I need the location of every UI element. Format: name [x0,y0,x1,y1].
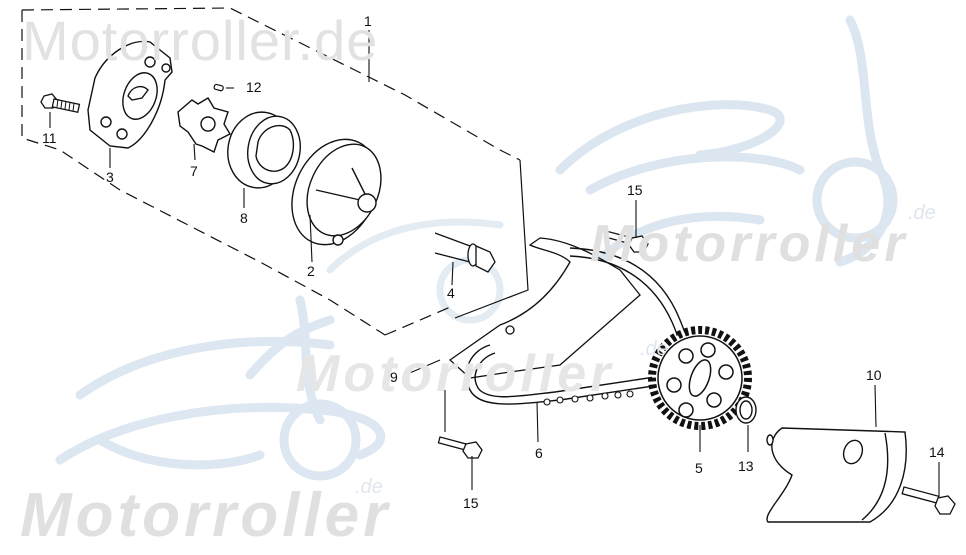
circlip-13 [735,396,757,424]
outer-rotor-8 [227,111,301,189]
scooter-watermark-left [55,295,386,481]
callout-12: 12 [246,79,262,95]
bolt-11 [40,93,81,114]
strainer-4 [434,232,496,273]
chain-guide-plate-9 [448,237,641,379]
callout-2: 2 [307,263,315,279]
bolt-14 [901,486,956,515]
callout-11: 11 [42,130,57,146]
pump-body-2 [291,138,382,246]
callout-7: 7 [190,163,198,179]
callout-15-upper: 15 [627,182,643,198]
bolt-15-lower [437,436,483,459]
callout-6: 6 [535,445,543,461]
scooter-watermark-center [326,218,504,324]
leader-lines [49,30,940,497]
inner-rotor-7 [177,97,231,153]
callout-3: 3 [106,169,114,185]
bolt-15-upper [603,230,649,253]
pin-12 [213,83,224,92]
callout-8: 8 [240,210,248,226]
assembly-outline-solid [454,159,529,319]
callout-5: 5 [695,460,703,476]
callout-9: 9 [390,369,398,385]
callout-10: 10 [866,367,882,383]
sprocket-cover-plate-10 [766,427,907,523]
callout-14: 14 [929,444,945,460]
callout-4: 4 [447,285,455,301]
callout-1: 1 [364,13,372,29]
callout-13: 13 [738,458,754,474]
callout-15-lower: 15 [463,495,479,511]
assembly-outline-dashed [21,7,521,336]
scooter-watermark-right [555,15,898,267]
pump-cover-3 [87,40,173,149]
driven-sprocket-5 [648,326,752,430]
